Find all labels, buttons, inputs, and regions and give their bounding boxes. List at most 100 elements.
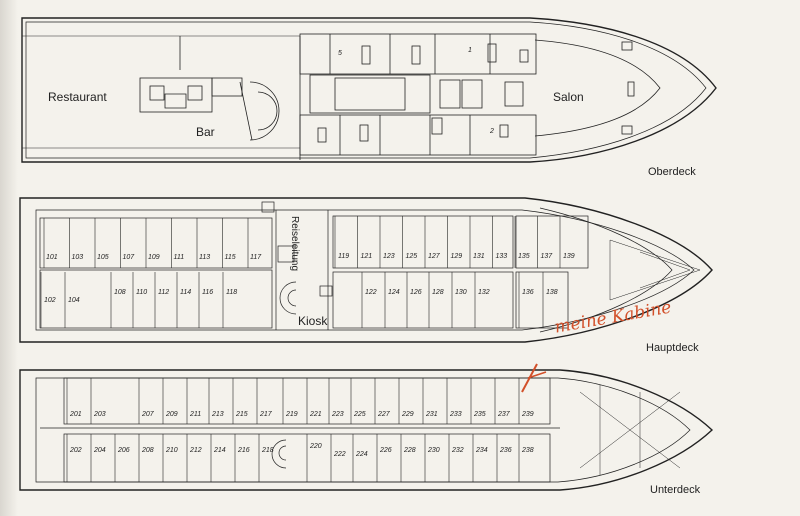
unterdeck-cabin-grid <box>40 377 560 483</box>
cabin-number: 231 <box>425 411 438 418</box>
cabin-number: 129 <box>451 253 463 260</box>
oberdeck-salon-nose <box>534 39 661 137</box>
room-label-reiseleitung: Reiseleitung <box>289 216 300 271</box>
deck-label-oberdeck: Oberdeck <box>648 166 696 178</box>
cabin-number: 112 <box>158 289 169 296</box>
unterdeck-cabin-labels: 201 203 207 209 211 213 215 217 219 221 223 225 227 2… <box>69 411 534 458</box>
annotation-tick <box>527 371 547 379</box>
cabin-number: 226 <box>379 447 392 454</box>
cabin-number: 111 <box>174 254 185 261</box>
cabin-number: 203 <box>93 411 106 418</box>
cabin-label: 1 <box>468 47 472 54</box>
cabin-number: 230 <box>427 447 440 454</box>
cabin-number: 232 <box>451 447 464 454</box>
cabin-number: 139 <box>563 253 575 260</box>
cabin-number: 213 <box>211 411 224 418</box>
cabin-number: 202 <box>69 447 82 454</box>
cabin-number: 118 <box>226 289 237 296</box>
cabin-number: 113 <box>199 254 210 261</box>
cabin-number: 211 <box>189 411 201 418</box>
cabin-number: 108 <box>114 289 126 296</box>
cabin-number: 212 <box>189 447 202 454</box>
cabin-number: 201 <box>69 411 82 418</box>
cabin-number: 216 <box>237 447 250 454</box>
cabin-number: 115 <box>225 254 236 261</box>
cabin-number: 234 <box>475 447 488 454</box>
hauptdeck-cabin-dividers <box>40 216 561 328</box>
cabin-number: 218 <box>261 447 274 454</box>
cabin-number: 228 <box>403 447 416 454</box>
cabin-number: 206 <box>117 447 130 454</box>
cabin-number: 126 <box>410 289 422 296</box>
room-label-kiosk: Kiosk <box>298 314 328 328</box>
cabin-number: 127 <box>428 253 441 260</box>
cabin-number: 215 <box>235 411 248 418</box>
hauptdeck-outline <box>19 197 713 343</box>
cabin-number: 233 <box>449 411 462 418</box>
cabin-number: 128 <box>432 289 444 296</box>
cabin-number: 237 <box>497 411 511 418</box>
cabin-number: 117 <box>250 254 262 261</box>
cabin-number: 125 <box>406 253 418 260</box>
cabin-number: 138 <box>546 289 558 296</box>
cabin-number: 217 <box>259 411 273 418</box>
cabin-number: 119 <box>338 253 349 260</box>
cabin-number: 209 <box>165 411 178 418</box>
unterdeck-cabin-dividers <box>66 378 520 482</box>
cabin-number: 135 <box>518 253 530 260</box>
hauptdeck-cabin-grid <box>39 201 589 330</box>
hauptdeck-cabin-labels: 101 103 105 107 109 111 113 115 117 119 121 123 125 1… <box>44 253 575 304</box>
unterdeck-outline <box>19 369 714 491</box>
oberdeck-cabin-block <box>299 33 537 156</box>
cabin-number: 102 <box>44 297 56 304</box>
page-edge-shadow <box>0 0 18 516</box>
cabin-number: 207 <box>141 411 155 418</box>
room-label-bar: Bar <box>196 125 215 139</box>
cabin-number: 109 <box>148 254 160 261</box>
oberdeck-bar-area <box>139 36 301 160</box>
oberdeck-outline <box>21 17 717 163</box>
cabin-number: 101 <box>46 254 58 261</box>
cabin-number: 132 <box>478 289 490 296</box>
cabin-number: 121 <box>361 253 373 260</box>
cabin-number: 224 <box>355 451 368 458</box>
cabin-number: 116 <box>202 289 213 296</box>
cabin-number: 225 <box>353 411 366 418</box>
cabin-number: 236 <box>499 447 512 454</box>
cabin-number: 220 <box>309 443 322 450</box>
room-label-restaurant: Restaurant <box>48 90 107 104</box>
deck-label-hauptdeck: Hauptdeck <box>646 342 699 354</box>
deck-label-unterdeck: Unterdeck <box>650 484 701 496</box>
cabin-number: 136 <box>522 289 534 296</box>
cabin-number: 114 <box>180 289 191 296</box>
cabin-number: 219 <box>285 411 298 418</box>
cabin-number: 229 <box>401 411 414 418</box>
cabin-number: 204 <box>93 447 106 454</box>
cabin-number: 122 <box>365 289 377 296</box>
cabin-number: 103 <box>72 254 84 261</box>
cabin-number: 208 <box>141 447 154 454</box>
cabin-number: 210 <box>165 447 178 454</box>
cabin-label: 2 <box>489 128 494 135</box>
cabin-number: 110 <box>136 289 147 296</box>
cabin-number: 235 <box>473 411 486 418</box>
cabin-number: 222 <box>333 451 346 458</box>
cabin-number: 123 <box>383 253 395 260</box>
cabin-number: 104 <box>68 297 80 304</box>
cabin-number: 105 <box>97 254 109 261</box>
cabin-number: 223 <box>331 411 344 418</box>
cabin-number: 214 <box>213 447 226 454</box>
cabin-number: 221 <box>309 411 322 418</box>
cabin-number: 133 <box>496 253 508 260</box>
cabin-number: 124 <box>388 289 400 296</box>
cabin-number: 239 <box>521 411 534 418</box>
cabin-number: 227 <box>377 411 391 418</box>
cabin-number: 238 <box>521 447 534 454</box>
cabin-number: 107 <box>123 254 136 261</box>
cabin-number: 130 <box>455 289 467 296</box>
cabin-number: 137 <box>541 253 554 260</box>
cabin-number: 131 <box>473 253 485 260</box>
room-label-salon: Salon <box>553 90 584 104</box>
cabin-label: 5 <box>338 50 342 57</box>
